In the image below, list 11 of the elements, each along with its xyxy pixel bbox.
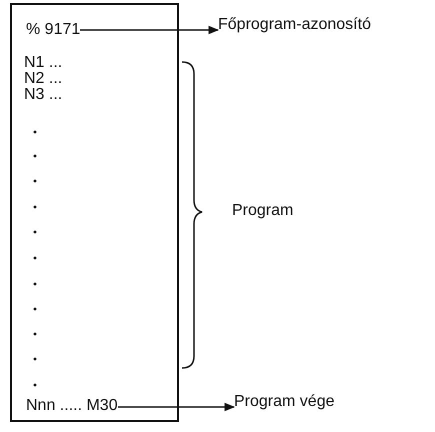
arrow — [118, 402, 236, 412]
arrow — [80, 26, 220, 34]
end-block-text: Nnn ..... M30 — [26, 396, 118, 418]
bracket-label: Program — [232, 202, 294, 220]
block-line-text: N1 ... — [24, 54, 62, 72]
program-number-text: % 9171 — [26, 20, 80, 40]
block-line-text: N3 ... — [24, 86, 62, 104]
block-line-text: N2 ... — [24, 70, 62, 88]
annotation-text: Főprogram-azonosító — [218, 15, 371, 37]
listing-box — [10, 3, 179, 422]
annotation-text: Program vége — [234, 392, 334, 414]
